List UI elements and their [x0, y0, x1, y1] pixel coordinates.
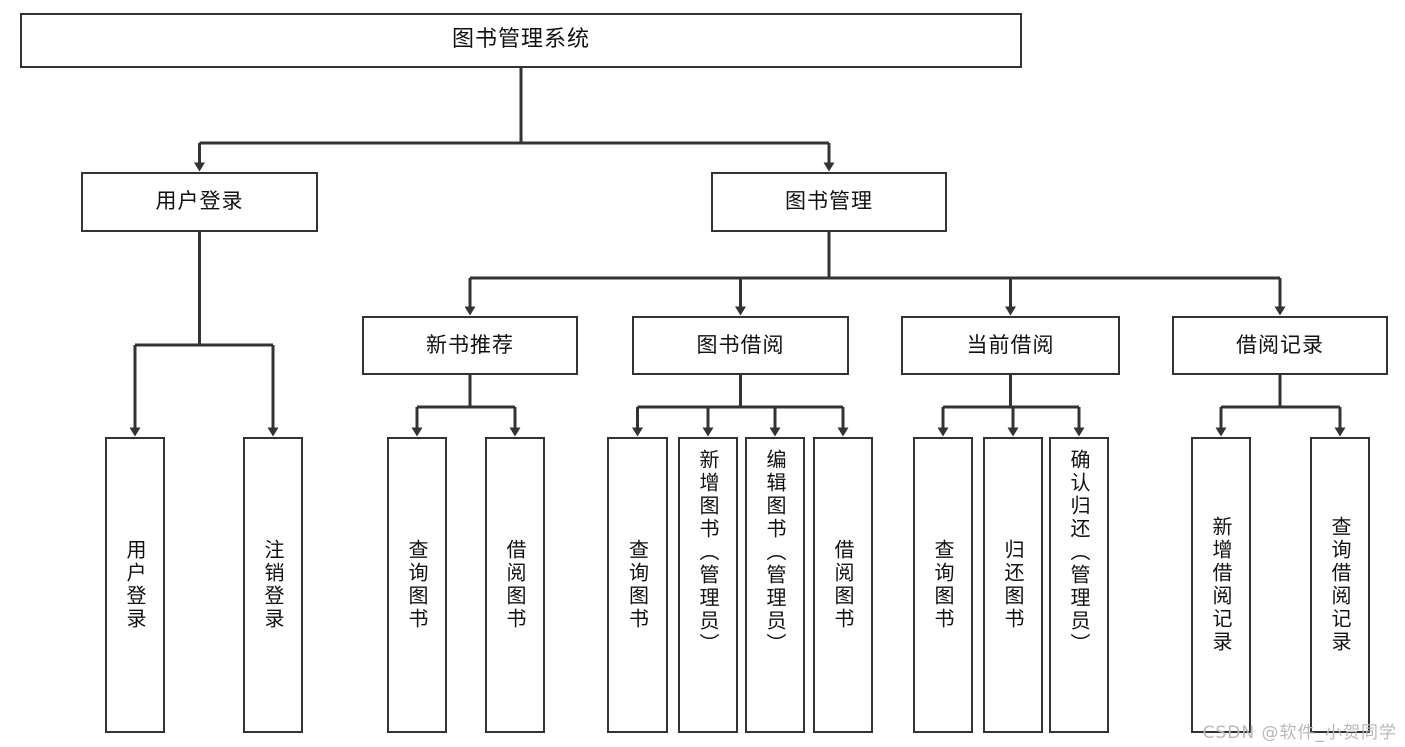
branch-node[interactable]: 借阅记录	[1172, 316, 1388, 375]
leaf-node[interactable]: 用户登录	[105, 437, 165, 733]
node-label: 新书推荐	[426, 332, 514, 357]
leaf-text-wrap: 归还图书	[987, 445, 1039, 725]
branch-node[interactable]: 图书管理	[711, 172, 947, 232]
leaf-node[interactable]: 新增图书（管理员）	[678, 437, 738, 733]
node-label: 查询图书	[625, 539, 650, 631]
node-label: 用户登录	[123, 539, 147, 631]
node-label: 归还图书	[1001, 539, 1025, 631]
branch-node[interactable]: 新书推荐	[362, 316, 578, 375]
branch-node[interactable]: 当前借阅	[901, 316, 1120, 375]
node-label: 查询借阅记录	[1328, 516, 1352, 654]
leaf-node[interactable]: 注销登录	[243, 437, 303, 733]
leaf-node[interactable]: 查询图书	[387, 437, 447, 733]
node-label: 图书借阅	[696, 332, 785, 357]
node-label: 编辑图书（管理员）	[763, 449, 787, 656]
node-label: 借阅图书	[503, 539, 527, 631]
leaf-text-wrap: 查询图书	[611, 445, 664, 725]
leaf-text-wrap: 编辑图书（管理员）	[749, 445, 801, 725]
leaf-node[interactable]: 确认归还（管理员）	[1049, 437, 1109, 733]
leaf-node[interactable]: 查询借阅记录	[1310, 437, 1370, 733]
leaf-text-wrap: 查询图书	[391, 445, 443, 725]
leaf-text-wrap: 借阅图书	[489, 445, 541, 725]
node-label: 查询图书	[931, 539, 955, 631]
node-label: 查询图书	[405, 539, 429, 631]
leaf-node[interactable]: 归还图书	[983, 437, 1043, 733]
branch-node[interactable]: 用户登录	[81, 172, 318, 232]
leaf-node[interactable]: 查询图书	[607, 437, 668, 733]
leaf-node[interactable]: 新增借阅记录	[1191, 437, 1251, 733]
node-label: 新增图书（管理员）	[696, 449, 720, 656]
leaf-text-wrap: 查询图书	[917, 445, 969, 725]
node-label: 确认归还（管理员）	[1067, 449, 1091, 656]
leaf-node[interactable]: 编辑图书（管理员）	[745, 437, 805, 733]
leaf-text-wrap: 确认归还（管理员）	[1053, 445, 1105, 725]
node-label: 新增借阅记录	[1209, 516, 1233, 654]
node-label: 借阅记录	[1236, 332, 1324, 357]
leaf-node[interactable]: 借阅图书	[485, 437, 545, 733]
csdn-watermark: CSDN @软件_小贺同学	[1202, 723, 1397, 743]
node-label: 用户登录	[155, 189, 244, 214]
node-label: 注销登录	[261, 539, 285, 631]
leaf-text-wrap: 新增图书（管理员）	[682, 445, 734, 725]
node-label: 图书管理系统	[451, 27, 590, 53]
node-label: 图书管理	[785, 189, 873, 214]
branch-node[interactable]: 图书借阅	[632, 316, 849, 375]
node-label: 借阅图书	[831, 539, 855, 631]
leaf-text-wrap: 查询借阅记录	[1314, 445, 1366, 725]
root-node[interactable]: 图书管理系统	[20, 13, 1022, 68]
node-label: 当前借阅	[966, 332, 1055, 357]
leaf-node[interactable]: 借阅图书	[813, 437, 873, 733]
leaf-text-wrap: 新增借阅记录	[1195, 445, 1247, 725]
leaf-text-wrap: 用户登录	[109, 445, 161, 725]
leaf-text-wrap: 注销登录	[247, 445, 299, 725]
leaf-node[interactable]: 查询图书	[913, 437, 973, 733]
leaf-text-wrap: 借阅图书	[817, 445, 869, 725]
